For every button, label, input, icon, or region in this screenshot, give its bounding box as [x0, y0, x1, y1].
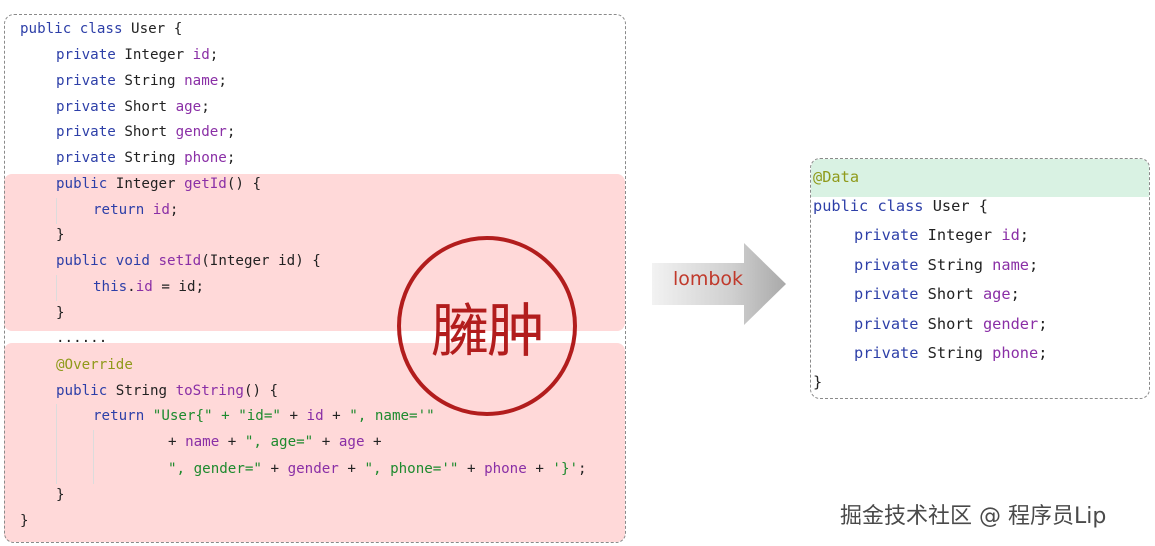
data-annotation: @Data: [813, 168, 860, 186]
code-line: public Integer getId() {: [56, 176, 262, 192]
verbose-code-panel: [4, 14, 626, 543]
code-line: private Integer id;: [854, 226, 1029, 244]
code-line: @Override: [56, 357, 133, 373]
code-line: public class User {: [813, 197, 988, 215]
code-line: return "User{" + "id=" + id + ", name='": [93, 408, 435, 424]
code-line: + name + ", age=" + age +: [168, 434, 382, 450]
code-line: private Integer id;: [56, 47, 219, 63]
code-line: ", gender=" + gender + ", phone='" + pho…: [168, 461, 587, 477]
code-line: private Short age;: [56, 99, 210, 115]
code-line: }: [20, 513, 29, 529]
code-line: public class User {: [20, 21, 183, 37]
code-line: this.id = id;: [93, 279, 205, 295]
lombok-code-panel: [810, 158, 1150, 399]
code-line: private Short age;: [854, 285, 1020, 303]
code-line: private String name;: [56, 73, 227, 89]
indent-guide: [56, 198, 57, 224]
code-line: public String toString() {: [56, 383, 279, 399]
code-line: }: [56, 487, 65, 503]
code-line: private Short gender;: [854, 315, 1048, 333]
code-line: }: [56, 227, 65, 243]
code-ellipsis: ......: [56, 330, 108, 346]
indent-guide: [56, 275, 57, 301]
code-line: return id;: [93, 202, 179, 218]
arrow-label: lombok: [672, 268, 744, 290]
code-line: private Short gender;: [56, 124, 236, 140]
code-line: public void setId(Integer id) {: [56, 253, 321, 269]
annotation-highlight: [811, 159, 1149, 197]
code-line: private String phone;: [854, 344, 1048, 362]
code-line: }: [813, 373, 823, 391]
indent-guide: [56, 404, 57, 484]
code-line: private String name;: [854, 256, 1039, 274]
bloated-stamp: 臃肿: [397, 236, 577, 416]
stamp-text: 臃肿: [430, 297, 545, 365]
code-line: }: [56, 305, 65, 321]
code-line: private String phone;: [56, 150, 236, 166]
arrow-right-icon: [652, 243, 786, 325]
indent-guide: [93, 430, 94, 484]
watermark: 掘金技术社区 @ 程序员Lip: [840, 504, 1107, 529]
